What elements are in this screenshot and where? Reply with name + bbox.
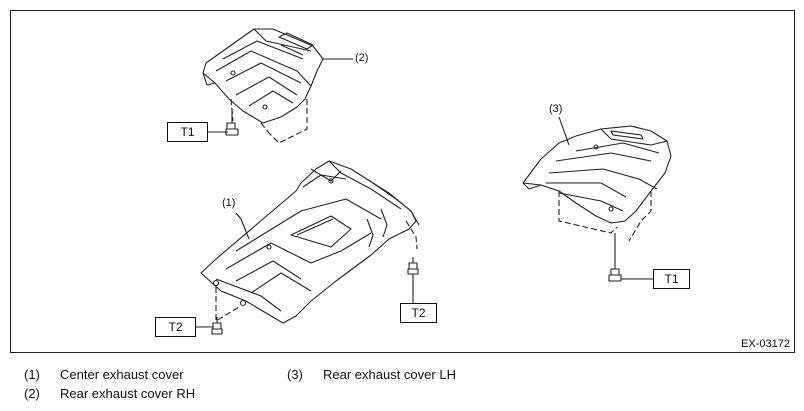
legend-number: (2) (24, 386, 40, 401)
callout-3: (3) (549, 103, 563, 115)
torque-label-t2-center-right: T2 (400, 303, 437, 323)
figure-id: EX-03172 (741, 338, 790, 350)
legend-item-2: (2) Rear exhaust cover RH (24, 386, 264, 404)
legend-text: Center exhaust cover (60, 367, 184, 382)
parts-diagram: (1) (2) (3) T1 T1 T2 T2 EX-03172 (10, 10, 795, 353)
legend-item-1: (1) Center exhaust cover (24, 367, 264, 385)
legend-number: (1) (24, 367, 40, 382)
torque-leaders (196, 131, 653, 328)
torque-label-t1-rear-lh: T1 (653, 269, 690, 289)
torque-label-t1-rear-rh: T1 (167, 122, 208, 142)
rear-exhaust-cover-rh (202, 28, 353, 144)
legend-number: (3) (287, 367, 303, 382)
torque-label-t2-center-left: T2 (155, 317, 196, 337)
center-exhaust-cover (200, 160, 420, 335)
callout-1: (1) (222, 197, 236, 209)
diagram-drawing (196, 28, 672, 335)
legend-text: Rear exhaust cover RH (60, 386, 196, 401)
legend-item-3: (3) Rear exhaust cover LH (287, 367, 527, 385)
rear-exhaust-cover-lh (522, 116, 672, 282)
callout-2: (2) (355, 52, 369, 64)
legend-text: Rear exhaust cover LH (323, 367, 456, 382)
